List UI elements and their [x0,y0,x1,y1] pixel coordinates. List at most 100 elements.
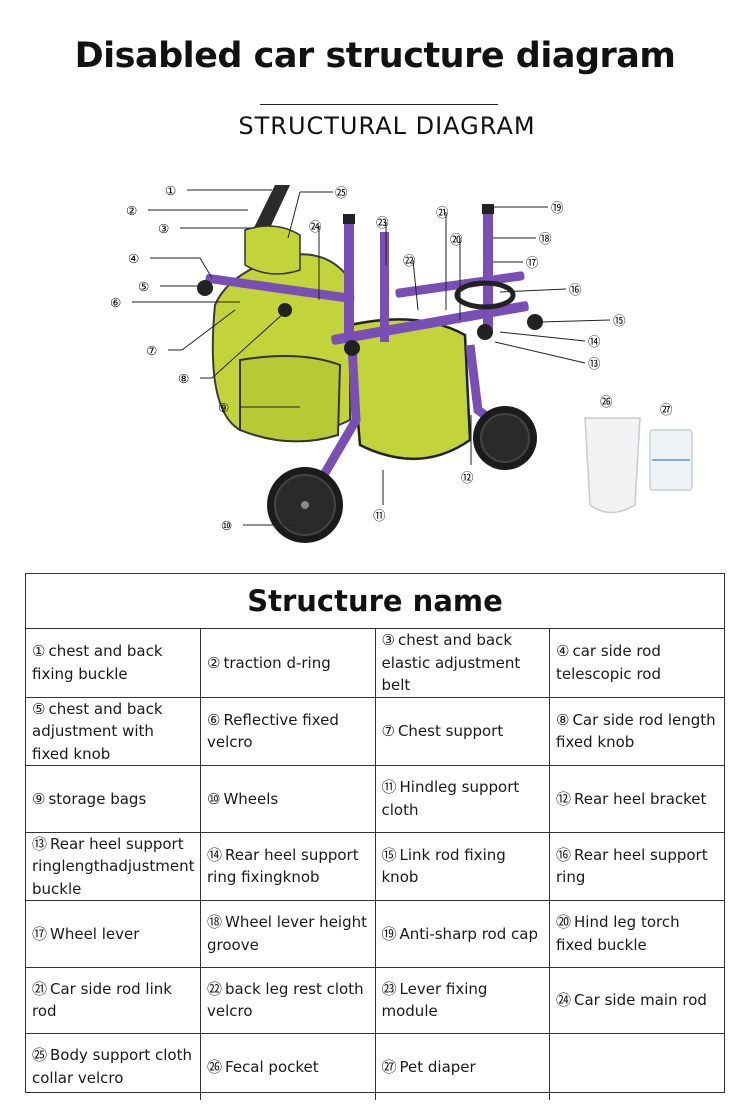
callout-4: ④ [128,251,139,266]
part-name: car side rod telescopic rod [556,642,661,683]
lever-cap-right [482,204,494,214]
callout-13: ⑬ [588,356,601,371]
part-number: ⑫ [556,789,572,808]
fecal-pocket [584,417,641,514]
callout-9: ⑨ [218,400,229,415]
part-number: ⑪ [381,778,397,797]
part-number: ⑱ [207,913,223,932]
lever-cap-left [343,214,355,224]
part-number: ③ [381,631,395,649]
part-name: Pet diaper [399,1057,476,1076]
callout-5: ⑤ [138,279,149,294]
part-name: Wheel lever height groove [207,913,367,954]
knob-15 [527,314,543,330]
rear-wheel-hub [480,413,530,463]
callout-20: ⑳ [450,232,463,247]
callout-14: ⑭ [588,334,601,349]
part-number: ⑩ [207,789,221,808]
part-number: ⑭ [207,845,223,864]
part-name: Fecal pocket [225,1057,319,1076]
callout-24: ㉔ [309,219,322,234]
callout-27: ㉗ [660,402,673,417]
leader-lines [132,189,611,526]
hindleg-support-cloth [348,318,472,460]
part-name: chest and back elastic adjustment belt [381,631,521,694]
callout-15: ⑮ [613,313,626,328]
callout-21: ㉑ [436,205,449,220]
wheelchair-diagram: ① ② ③ ④ ⑤ ⑥ ⑦ ⑧ ⑨ ⑩ ⑪ ⑫ ⑬ ⑭ ⑮ ⑯ ⑰ ⑱ ⑲ ⑳ … [110,183,693,543]
callout-8: ⑧ [178,371,189,386]
part-name: Chest support [397,722,504,740]
part-name: Car side rod link rod [32,979,172,1021]
part-number: ㉖ [207,1057,223,1076]
part-number: ㉓ [381,979,397,998]
part-number: ⑤ [32,699,46,718]
part-name: chest and back fixing buckle [32,642,163,683]
part-number: ① [32,642,46,661]
part-name: Hindleg support cloth [381,778,520,819]
page-title: Disabled car structure diagram [74,36,676,76]
part-name: Anti-sharp rod cap [399,924,538,943]
part-name: Wheel lever [50,924,140,943]
part-number: ⑧ [556,710,570,729]
part-name: Lever fixing module [381,979,488,1021]
part-number: ⑯ [556,845,572,864]
callout-2: ② [126,203,137,218]
storage-bag [239,355,342,443]
callout-16: ⑯ [569,282,582,297]
part-name: Link rod fixing knob [381,845,506,887]
front-wheel-axle [301,501,309,509]
lever-left [344,220,354,340]
callout-labels: ① ② ③ ④ ⑤ ⑥ ⑦ ⑧ ⑨ ⑩ ⑪ ⑫ ⑬ ⑭ ⑮ ⑯ ⑰ ⑱ ⑲ ⑳ … [110,183,673,533]
callout-6: ⑥ [110,295,121,310]
part-number: ⑮ [381,845,397,864]
callout-17: ⑰ [526,255,539,270]
part-number: ⑲ [381,924,397,943]
part-number: ② [207,653,221,672]
callout-18: ⑱ [539,231,552,246]
part-name: Rear heel support ringlengthadjustment b… [32,834,195,898]
part-number: ㉑ [32,979,48,998]
part-cell [549,1033,724,1100]
part-number: ㉕ [32,1046,48,1065]
part-name: chest and back adjustment with fixed kno… [32,699,163,763]
rear-heel-ring [454,280,516,310]
callout-19: ⑲ [551,200,564,215]
part-name: Rear heel support ring fixingknob [207,845,359,887]
wheelchair-illustration [197,185,693,543]
part-number: ㉗ [381,1057,397,1076]
part-name: Body support cloth collar velcro [32,1046,192,1087]
callout-1: ① [165,183,176,198]
part-name: Reflective fixed velcro [207,710,339,752]
part-number: ④ [556,642,570,661]
part-name: back leg rest cloth velcro [207,979,364,1021]
part-number: ⑨ [32,789,46,808]
lever-mid [380,232,389,342]
page-subtitle: STRUCTURAL DIAGRAM [238,112,536,140]
callout-10: ⑩ [221,518,232,533]
